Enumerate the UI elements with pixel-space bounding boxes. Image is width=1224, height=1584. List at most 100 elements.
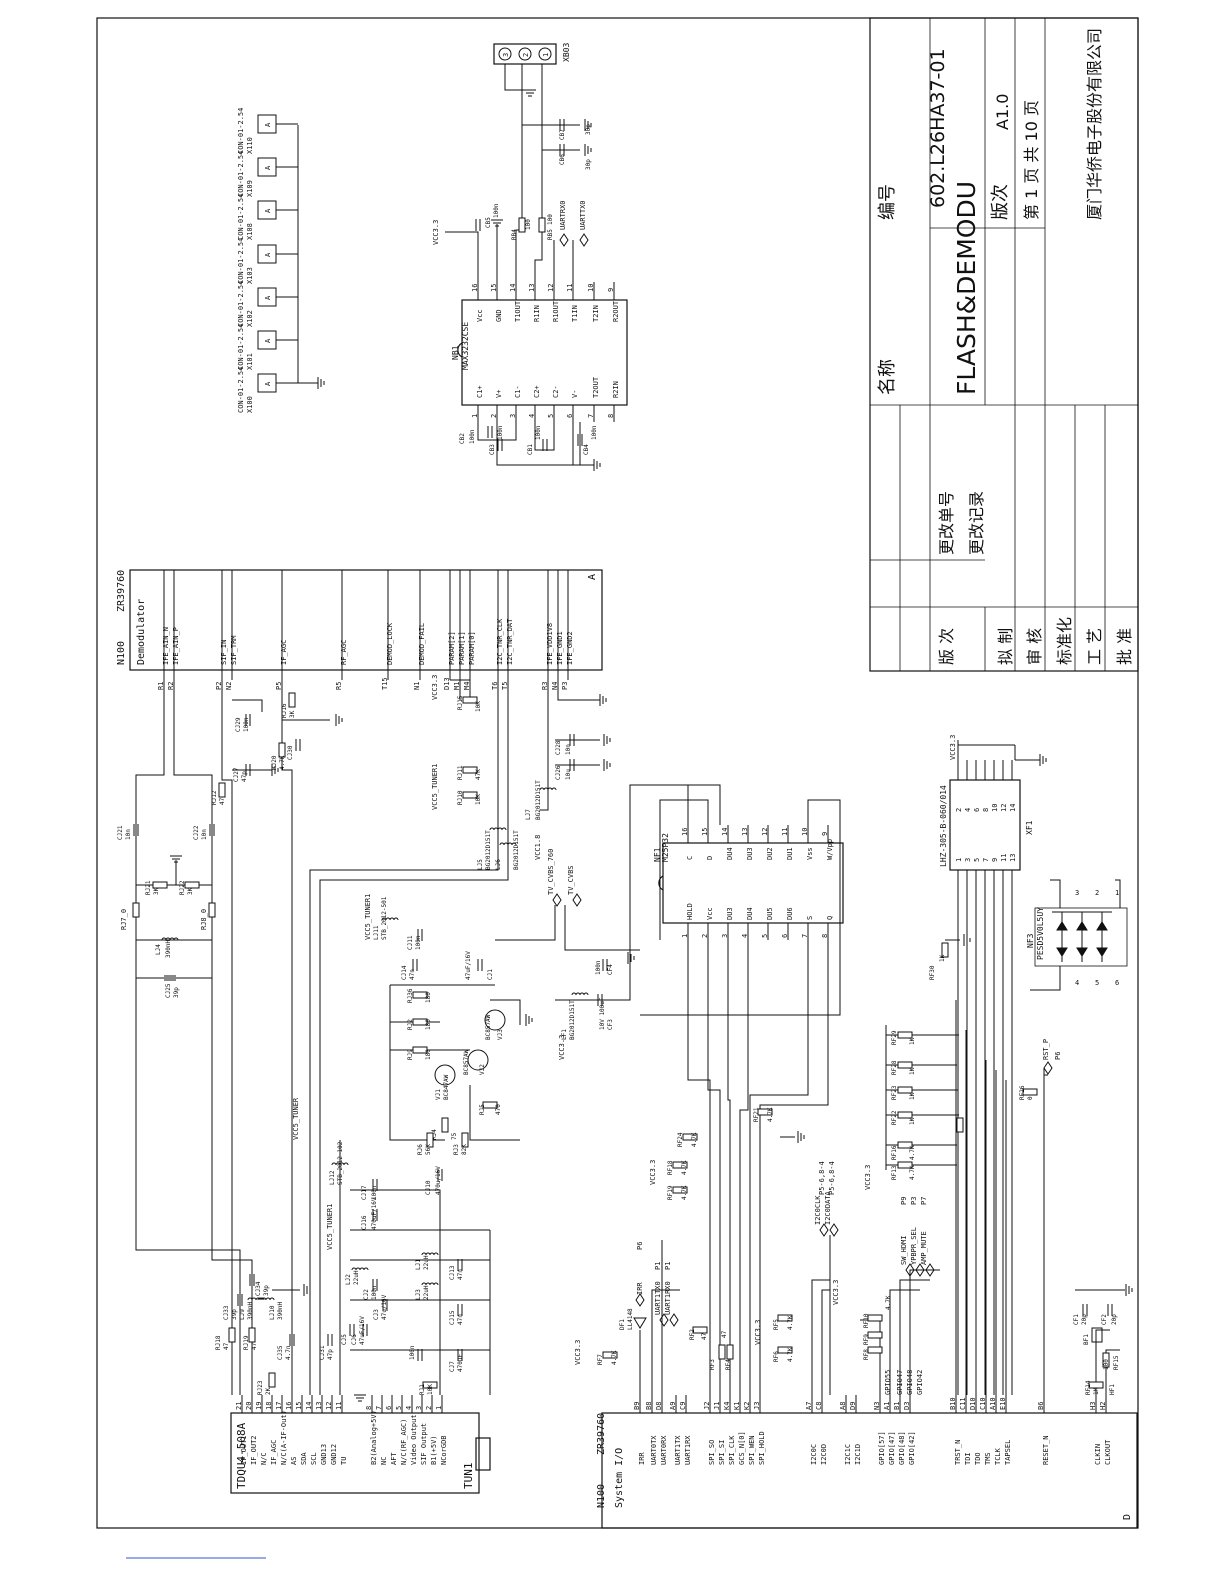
part-label-rj2v: 180 xyxy=(425,1019,432,1030)
tuner-pin: 19N/C xyxy=(255,1395,268,1465)
part-label-lj3: LJ3 xyxy=(415,1289,422,1300)
part-label-cj14v: 47n xyxy=(409,969,416,980)
part-label-cj13v: 47n xyxy=(457,1269,464,1280)
part-label-vj3v: BC857AW xyxy=(485,1014,492,1040)
pin-name: Video Output xyxy=(410,1414,418,1465)
resistor-rf5 xyxy=(777,1314,793,1322)
pin-number: N1 xyxy=(413,682,421,690)
pin-number: C8 xyxy=(815,1402,823,1410)
pin-name: TAPSEL xyxy=(1004,1440,1012,1465)
connector-pin-label: A xyxy=(264,338,272,343)
part-label-lj5v: BG2012D151T xyxy=(485,830,492,870)
net-vcc33: VCC3.3 xyxy=(864,1165,872,1190)
capacitor-cj28 xyxy=(569,734,575,746)
pin-number: 7 xyxy=(375,1406,383,1410)
resistor-rf24 xyxy=(682,1133,698,1141)
capacitor-cj22 xyxy=(209,824,215,836)
xf1-pin: 2 xyxy=(955,808,963,812)
pin-number: 2 xyxy=(425,1406,433,1410)
demod-pin: N1 DEMOD_FAIL xyxy=(413,570,426,690)
pin-name: UART0RX xyxy=(660,1435,668,1465)
wire xyxy=(899,1279,930,1395)
pin-number: 5 xyxy=(761,934,769,938)
nf3-pin: 4 xyxy=(1075,979,1079,987)
part-label-cf3: CF3 xyxy=(607,1019,614,1030)
part-label-cj22v: 10n xyxy=(201,829,208,840)
part-label-lj4v: 390nH xyxy=(165,940,172,958)
part-label-rf2: RF2 xyxy=(689,1329,696,1340)
nf3-pin: 1 xyxy=(1115,889,1119,897)
demod-pins: R1IFE_AIN_NR2IFE_AIN_PP2SIF_INN2SIF_TRMP… xyxy=(157,570,574,690)
role-approve: 批 准 xyxy=(1115,628,1134,665)
capacitor-cf2 xyxy=(1107,1304,1113,1316)
part-label-rj4: RJ4 xyxy=(431,1129,438,1140)
resistor-rj23 xyxy=(268,1372,276,1388)
part-label-cj13: CJ13 xyxy=(449,1265,456,1280)
pin-number: D8 xyxy=(655,1402,663,1410)
tuner-pin: 7NC xyxy=(375,1395,388,1465)
part-label-lf1: LF1 xyxy=(561,1029,568,1040)
pin-name: IF_OUT2 xyxy=(250,1435,258,1465)
wire xyxy=(1030,966,1061,991)
part-label-lj6: LJ6 xyxy=(495,859,502,870)
flash-pin: 8Q xyxy=(821,916,834,940)
pin-number: P2 xyxy=(215,682,223,690)
part-label-rj19: RJ19 xyxy=(243,1335,250,1350)
part-label-vj2v: BC857AW xyxy=(463,1049,470,1075)
pin-number: 11 xyxy=(335,1402,343,1410)
wire xyxy=(490,999,521,1025)
part-label-rf30v: 1K xyxy=(939,954,946,962)
connector-pin-label: A xyxy=(264,252,272,257)
pin-number: 9 xyxy=(607,288,615,292)
part-label-rf15: RF15 xyxy=(1113,1355,1120,1370)
pin-name: TCLK xyxy=(994,1447,1002,1465)
part-label-vj3: VJ3 xyxy=(497,1029,504,1040)
part-label-lj3v: 22uH xyxy=(423,1285,430,1300)
part-label-lj4: LJ4 xyxy=(155,944,162,955)
part-label-cj34v: 39p xyxy=(263,1285,270,1296)
flash-box xyxy=(662,842,844,924)
pin-number: 13 xyxy=(741,828,749,836)
role-check: 审 核 xyxy=(1025,628,1044,665)
xf1-pin: 12 xyxy=(1000,804,1008,812)
pin-name: GPIO[57] xyxy=(878,1431,886,1465)
pin-number: R5 xyxy=(335,682,343,690)
wire xyxy=(749,940,809,1395)
port-symbol xyxy=(572,893,582,907)
number-label: 编号 xyxy=(877,184,898,220)
connector-part: CON-01-2.54 xyxy=(237,194,245,240)
part-label-cj11: CJ11 xyxy=(407,935,414,950)
part-label-cb2: CB2 xyxy=(459,433,466,444)
net-vcc33: VCC3.3 xyxy=(432,220,440,245)
part-label-cj33: CJ33 xyxy=(223,1305,230,1320)
net-vcc5_tuner: VCC5_TUNER xyxy=(292,1097,300,1140)
resistor-rf13 xyxy=(897,1161,913,1169)
pin-name: DEMOD_FAIL xyxy=(418,623,426,665)
net-vcc33: VCC3.3 xyxy=(949,735,957,760)
part-label-rj19v: 47 xyxy=(251,1342,258,1350)
capacitor-cj2 xyxy=(372,1279,378,1291)
net-i2c0clk_dest: P5-6,8-4 xyxy=(818,1161,826,1195)
part-label-lj11v: STB_2012-501 xyxy=(381,896,388,940)
pin-number: 4 xyxy=(741,934,749,938)
pin-number: A7 xyxy=(805,1402,813,1410)
part-label-cj11v: 100n xyxy=(415,935,422,950)
wire xyxy=(173,680,253,1395)
pin-name: DU6 xyxy=(786,907,794,920)
pin-name: DU4 xyxy=(746,907,754,920)
resistor-rf10 xyxy=(867,1314,883,1322)
